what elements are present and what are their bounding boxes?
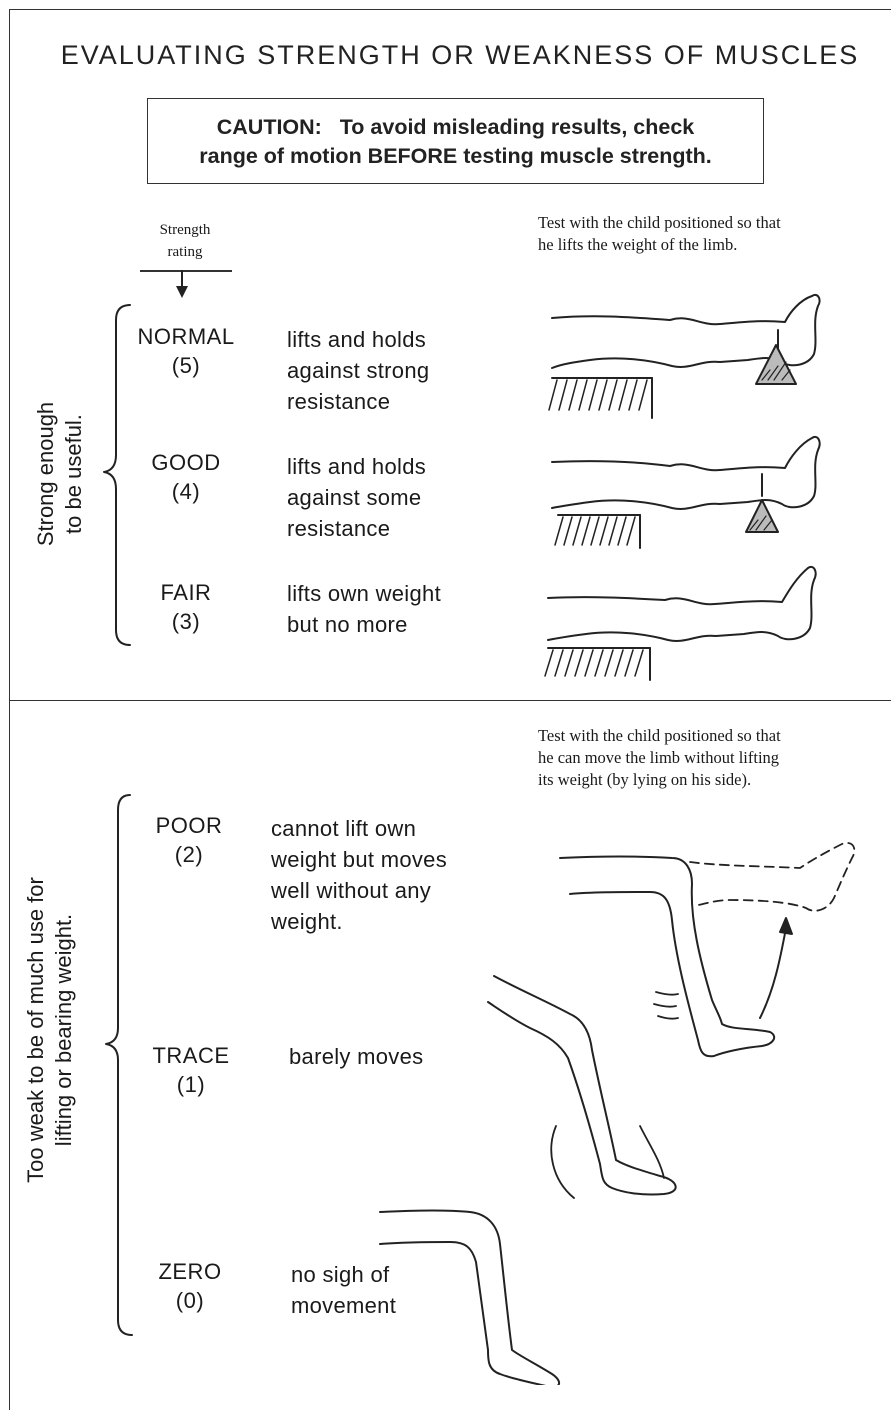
leg-zero-illustration [380,1211,559,1386]
lower-brace [106,795,132,1335]
leg-good-illustration [552,437,820,548]
leg-trace-illustration [488,976,676,1198]
leg-normal-illustration [549,295,820,418]
leg-fair-illustration [545,567,816,680]
upper-brace [104,305,130,645]
leg-poor-illustration [560,843,854,1056]
